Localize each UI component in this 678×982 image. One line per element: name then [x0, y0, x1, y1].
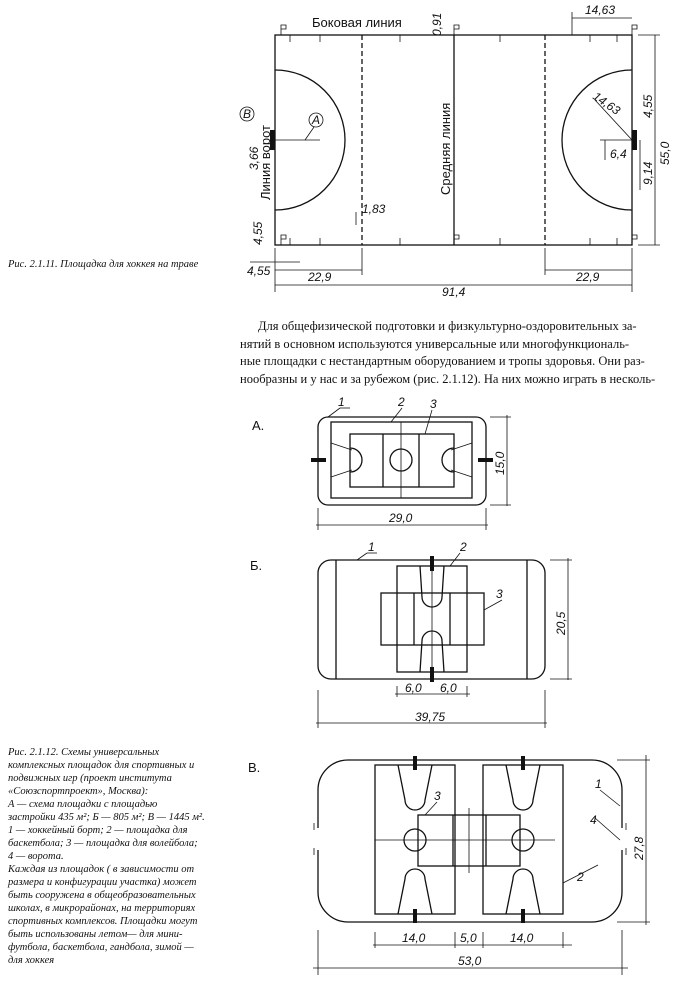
caption-line: А — схема площадки с площадью — [8, 799, 158, 810]
dim-4-55-left: 4,55 — [251, 221, 265, 245]
scheme-b-label: Б. — [250, 558, 262, 573]
boundary-ticks — [289, 35, 618, 245]
dim-w2: 5,0 — [460, 931, 477, 945]
basketball-court-left — [374, 764, 456, 915]
hockey-field-diagram: A B Боковая линия Средняя линия Линия во… — [239, 3, 672, 299]
dim-22-9-left: 22,9 — [307, 270, 332, 284]
dim-height: 27,8 — [632, 836, 646, 861]
caption-line: комплексных площадок для спортивных и — [8, 760, 195, 771]
dim-height: 15,0 — [493, 451, 507, 475]
dim-width: 53,0 — [458, 954, 482, 968]
caption-line: размера и конфигурации участка) может — [8, 877, 197, 888]
goal-line-label: Линия ворот — [258, 125, 273, 200]
shooting-circle-left — [274, 69, 346, 211]
dim-4-55-bottom: 4,55 — [247, 264, 271, 278]
marker-b-circle — [239, 106, 255, 122]
scheme-a: А. 1 2 3 29,0 15,0 — [252, 395, 511, 530]
callout-2: 2 — [397, 395, 405, 409]
dim-3-66: 3,66 — [247, 146, 261, 170]
marker-a-circle — [308, 112, 324, 128]
callout-1: 1 — [338, 395, 345, 409]
caption-line: 4 — ворота. — [8, 851, 64, 862]
scheme-v-label: В. — [248, 760, 260, 775]
marker-b: B — [243, 107, 251, 121]
dim-width: 39,75 — [415, 710, 445, 724]
volleyball-court — [380, 592, 485, 646]
dim-w3: 14,0 — [510, 931, 534, 945]
caption-line: застройки 435 м²; Б — 805 м²; В — 1445 м… — [8, 812, 205, 823]
caption-line: быть использованы летом— для мини- — [8, 929, 183, 940]
caption-line: баскетбола; 3 — площадка для волейбола; — [8, 838, 198, 849]
middle-line-label: Средняя линия — [438, 103, 453, 195]
radius-line — [594, 99, 633, 141]
caption-line: Каждая из площадок ( в зависимости от — [8, 864, 195, 875]
caption-line: Рис. 2.1.12. Схемы универсальных — [8, 747, 160, 758]
goal-right — [632, 130, 637, 150]
callout-1: 1 — [595, 777, 602, 791]
dim-1-83: 1,83 — [362, 202, 386, 216]
caption-line: 1 — хоккейный борт; 2 — площадка для — [8, 825, 188, 836]
caption-line: подвижных игр (проект института — [8, 773, 172, 784]
caption-line: спортивных комплексов. Площадки могут — [8, 916, 198, 927]
figure-1-caption: Рис. 2.1.11. Площадка для хоккея на трав… — [8, 259, 199, 270]
basketball-court — [330, 421, 473, 499]
caption-line: «Союзспортпроект», Москва): — [8, 786, 149, 797]
caption-line: для хоккея — [8, 955, 55, 966]
paragraph-line: нообразны и у нас и за рубежом (рис. 2.1… — [240, 371, 656, 386]
paragraph-line: нятий в основном используются универсаль… — [240, 336, 630, 351]
callout-1: 1 — [368, 540, 375, 554]
side-line-label: Боковая линия — [312, 15, 402, 30]
hockey-board — [317, 759, 623, 923]
dim-55-0: 55,0 — [658, 141, 672, 165]
scheme-b: Б. 1 2 3 6,0 6,0 39,75 20,5 — [250, 540, 572, 728]
callout-2: 2 — [576, 870, 584, 884]
goal-left — [270, 130, 275, 150]
dim-half-2: 6,0 — [440, 681, 457, 695]
callout-4: 4 — [590, 813, 597, 827]
basketball-court-right — [482, 764, 564, 915]
scheme-v: В. 1 2 3 4 14,0 5,0 14,0 53,0 2 — [248, 755, 650, 975]
volleyball-court — [349, 433, 455, 488]
dim-0-91: 0,91 — [430, 13, 444, 36]
paragraph-line: ные площадки с нестандартным оборудовани… — [240, 354, 645, 368]
shooting-circle-right — [561, 69, 633, 211]
callout-3: 3 — [430, 397, 437, 411]
callout-3: 3 — [434, 789, 441, 803]
dim-6-4: 6,4 — [610, 147, 627, 161]
dim-91-4: 91,4 — [442, 285, 466, 299]
dim-14-63-top: 14,63 — [585, 3, 615, 17]
figure-2-caption: Рис. 2.1.12. Схемы универсальных комплек… — [8, 746, 248, 967]
callout-2: 2 — [459, 540, 467, 554]
dimension-lines — [250, 12, 660, 292]
caption-line: футбола, баскетбола, гандбола, зимой — — [8, 942, 194, 953]
dim-9-14: 9,14 — [641, 161, 655, 185]
paragraph-line: Для общефизической подготовки и физкульт… — [258, 319, 637, 333]
corner-flags — [280, 24, 638, 245]
dim-14-63-radius: 14,63 — [590, 89, 623, 118]
hockey-board — [317, 559, 546, 680]
callout-3: 3 — [496, 587, 503, 601]
dim-width: 29,0 — [388, 511, 413, 525]
caption-line: школах, в микрорайонах, на территориях — [8, 903, 196, 914]
dim-height: 20,5 — [554, 611, 568, 636]
dim-22-9-right: 22,9 — [575, 270, 600, 284]
hockey-board — [317, 416, 487, 506]
body-paragraph: Для общефизической подготовки и физкульт… — [240, 318, 672, 388]
caption-line: быть сооружена в общеобразовательных — [8, 890, 196, 901]
scheme-a-label: А. — [252, 418, 264, 433]
dim-half-1: 6,0 — [405, 681, 422, 695]
marker-a: A — [311, 113, 320, 127]
dim-w1: 14,0 — [402, 931, 426, 945]
dim-4-55-right: 4,55 — [641, 94, 655, 118]
